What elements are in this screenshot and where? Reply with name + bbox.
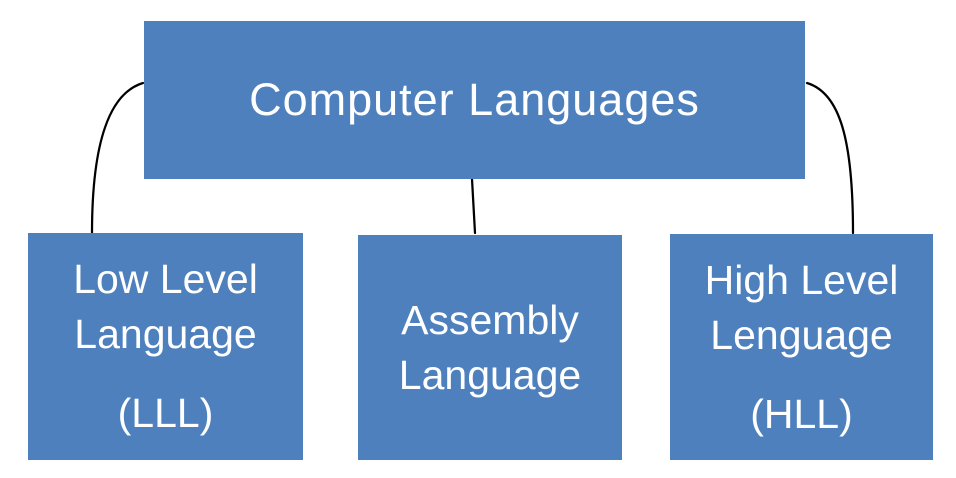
- node-assembly-language: Assembly Language: [358, 235, 622, 460]
- node-assembly-language-line1: Assembly: [401, 296, 579, 343]
- node-low-level-language: Low Level Language (LLL): [28, 233, 303, 460]
- node-low-level-language-abbr: (LLL): [117, 390, 214, 436]
- node-low-level-language-line2: Language: [74, 311, 257, 357]
- connector-root-to-assembly: [470, 177, 477, 235]
- node-high-level-language-line1: High Level: [704, 256, 899, 303]
- node-computer-languages: Computer Languages: [144, 21, 805, 179]
- connector-root-to-low-level: [90, 81, 145, 235]
- node-computer-languages-label: Computer Languages: [249, 74, 700, 125]
- node-assembly-language-line2: Language: [398, 351, 582, 398]
- node-low-level-language-line1: Low Level: [73, 256, 258, 302]
- connector-root-to-high-level: [805, 81, 855, 235]
- node-high-level-language-line2: Lenguage: [710, 311, 893, 358]
- node-high-level-language: High Level Lenguage (HLL): [670, 234, 933, 460]
- node-high-level-language-abbr: (HLL): [750, 390, 853, 437]
